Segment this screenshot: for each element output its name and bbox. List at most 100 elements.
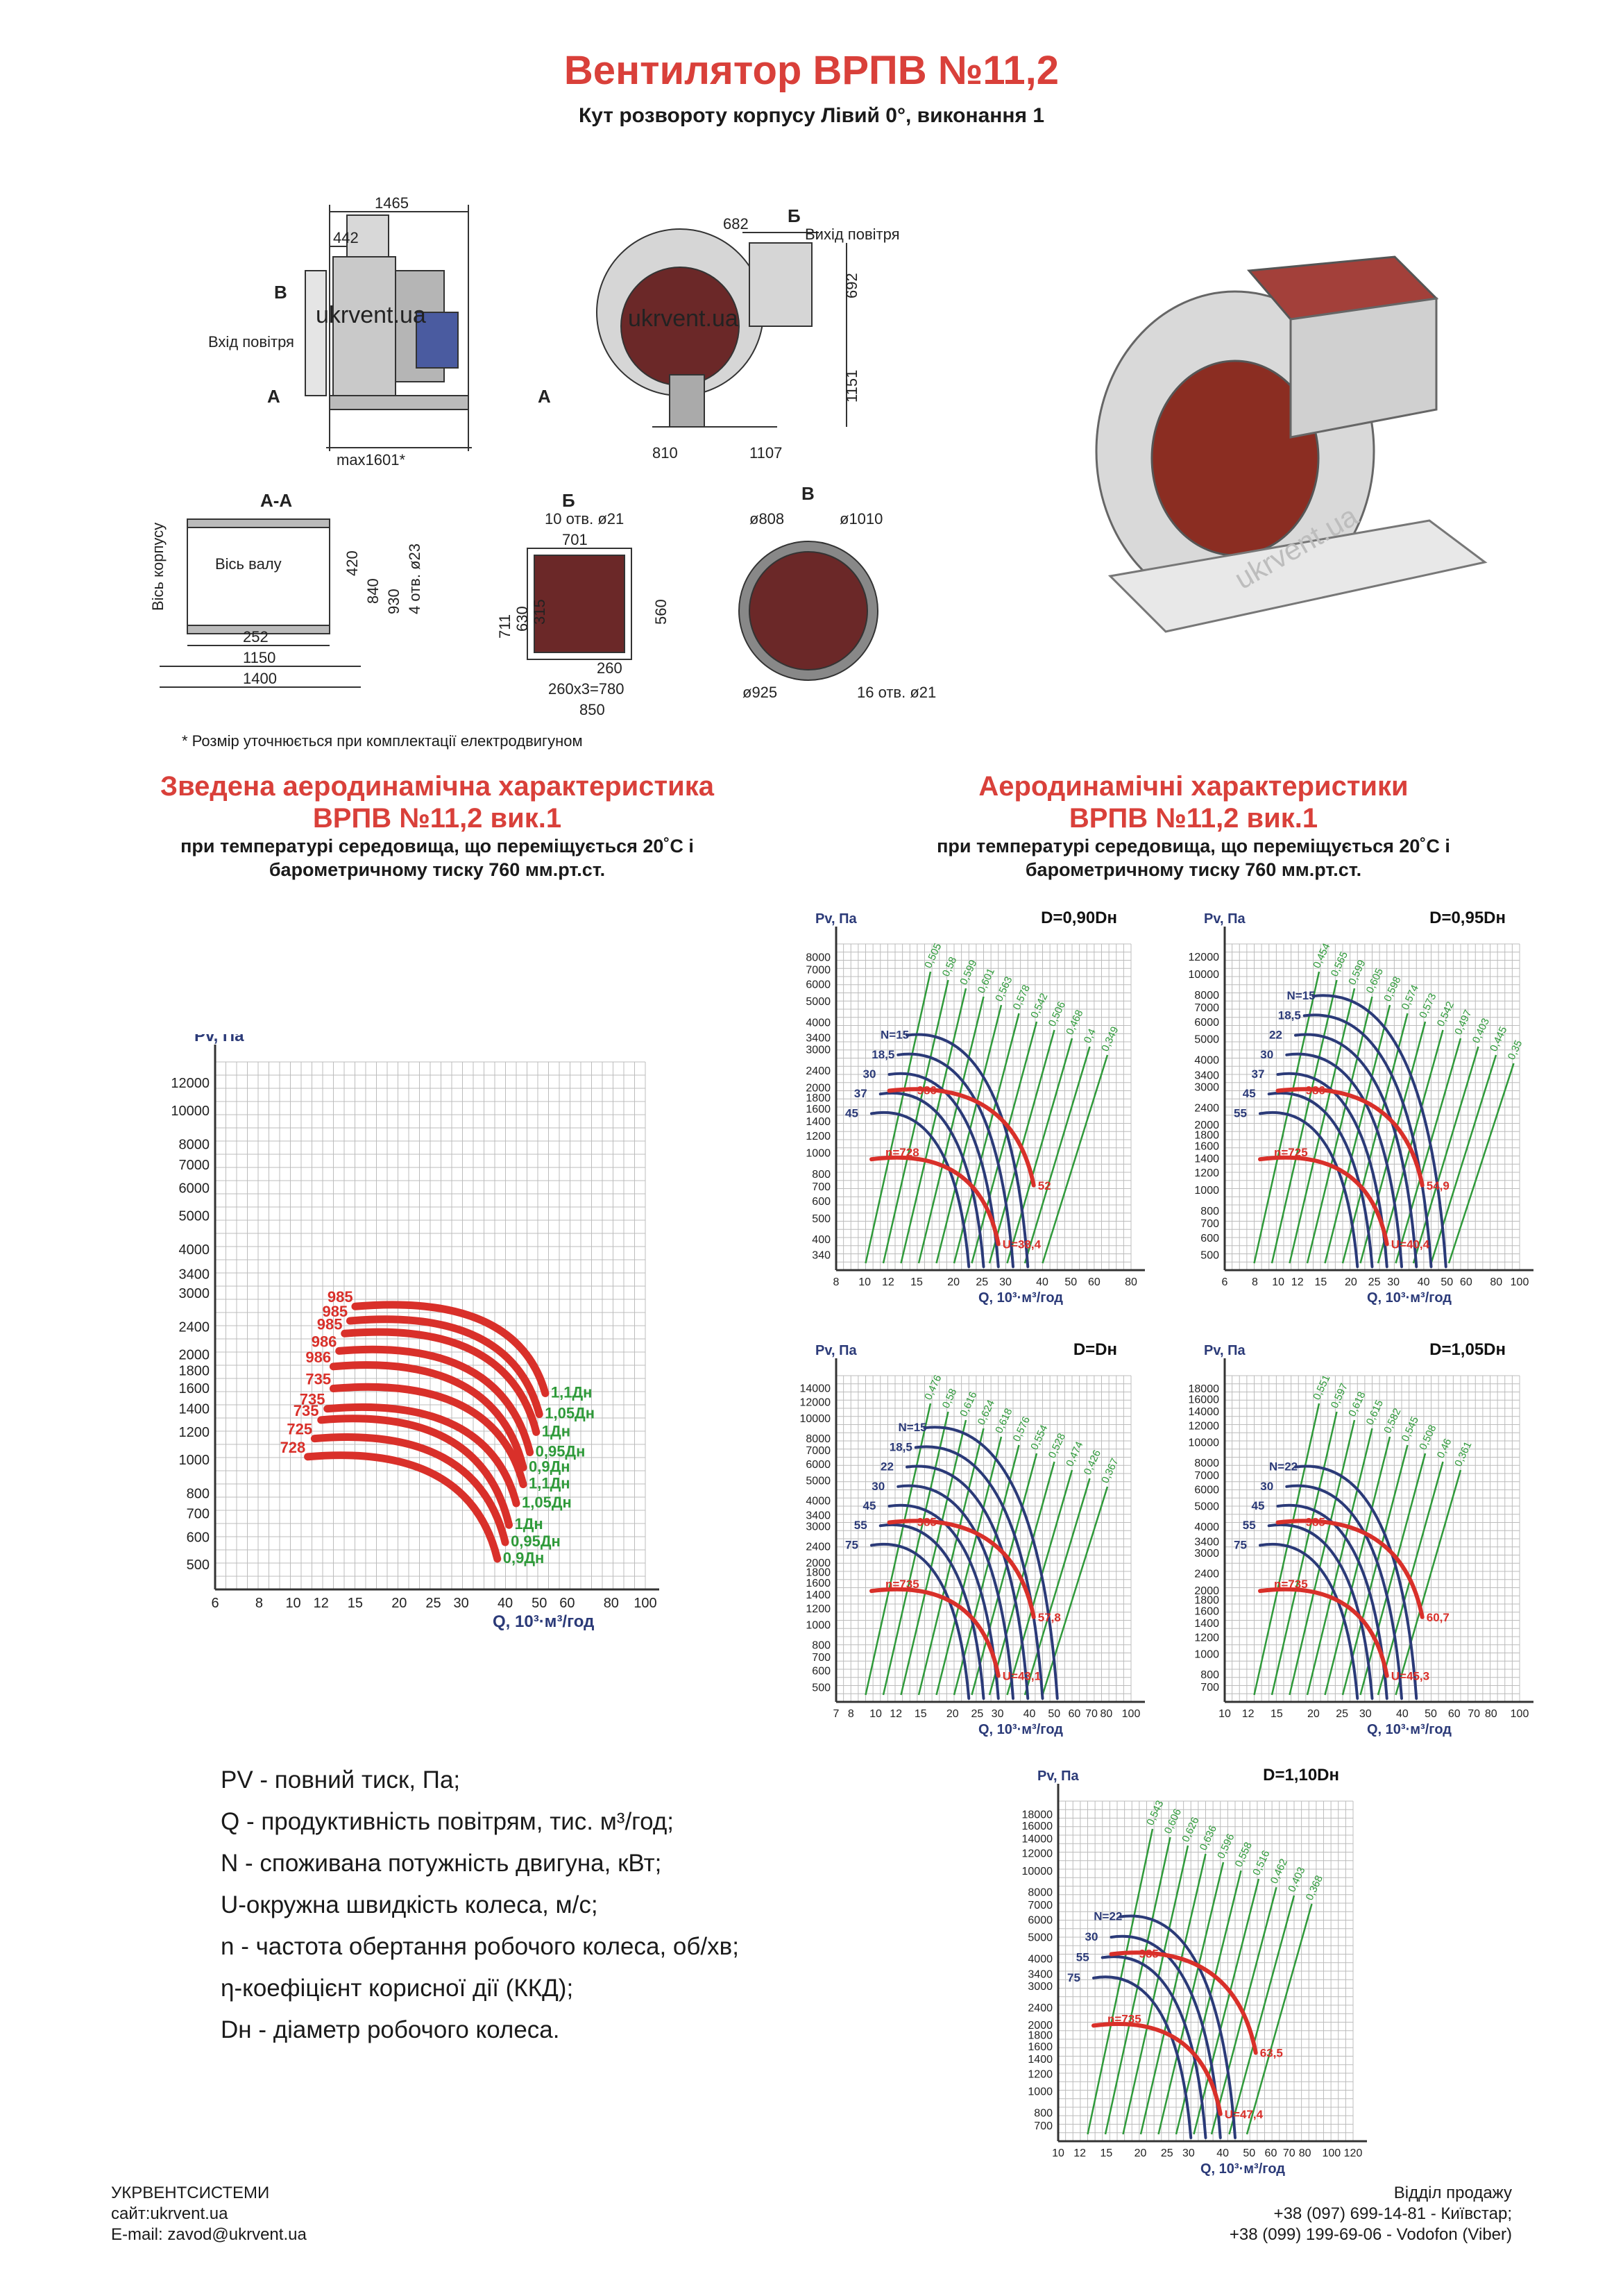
phone-kyivstar[interactable]: +38 (097) 699-14-81 - Київстар; — [1273, 2204, 1512, 2223]
power-label: 55 — [854, 1519, 867, 1532]
power-label: N=22 — [1269, 1460, 1298, 1474]
power-curve — [1101, 1955, 1207, 2139]
y-tick-label: 14000 — [1189, 1406, 1220, 1418]
end-label: U=40,4 — [1391, 1238, 1430, 1251]
efficiency-label: 0,542 — [1028, 991, 1050, 1020]
rpm-curve — [869, 1155, 1001, 1247]
y-tick-label: 600 — [1200, 1233, 1219, 1244]
y-tick-label: 800 — [1200, 1206, 1219, 1217]
y-tick-label: 1400 — [1194, 1618, 1219, 1630]
y-tick-label: 3400 — [179, 1267, 210, 1283]
y-tick-label: 1400 — [1028, 2054, 1053, 2066]
v-holes: 16 отв. ø21 — [857, 684, 936, 701]
x-tick-label: 80 — [1490, 1276, 1502, 1288]
power-label: 30 — [1085, 1930, 1098, 1943]
x-tick-label: 80 — [604, 1596, 619, 1611]
legend: PV - повний тиск, Па; Q - продуктивність… — [221, 1759, 739, 2051]
x-tick-label: 80 — [1485, 1708, 1497, 1720]
watermark-1: ukrvent.ua — [316, 302, 426, 328]
summary-header: Зведена аеродинамічна характеристика ВРП… — [90, 770, 784, 881]
y-tick-label: 2400 — [806, 1065, 831, 1077]
series-rpm-label: 735 — [294, 1402, 319, 1419]
detail-sub-2: барометричному тиску 760 мм.рт.ст. — [1025, 859, 1362, 880]
x-tick-label: 6 — [1222, 1276, 1228, 1288]
series-rpm-label: 735 — [300, 1391, 325, 1408]
efficiency-label: 0,596 — [1215, 1832, 1237, 1860]
x-tick-label: 60 — [559, 1596, 575, 1611]
y-tick-label: 600 — [812, 1666, 831, 1678]
site-link[interactable]: сайт:ukrvent.ua — [111, 2204, 228, 2223]
y-tick-label: 6000 — [806, 979, 831, 990]
y-tick-label: 7000 — [806, 964, 831, 976]
power-label: 30 — [863, 1067, 876, 1081]
dim-840: 840 — [364, 578, 382, 604]
rpm-label: n=728 — [885, 1146, 919, 1159]
label-outlet: Вихід повітря — [805, 226, 900, 243]
y-tick-label: 5000 — [806, 996, 831, 1008]
detail-header: Аеродинамічні характеристики ВРПВ №11,2 … — [847, 770, 1540, 881]
phone-vodafone[interactable]: +38 (099) 199-69-06 - Vodofon (Viber) — [1229, 2225, 1512, 2244]
rpm-label: n=725 — [1274, 1146, 1308, 1159]
y-axis-label: Pv, Па — [194, 1034, 244, 1045]
chart-title: D=Dн — [1073, 1340, 1117, 1359]
x-tick-label: 15 — [1315, 1276, 1327, 1288]
efficiency-ray — [935, 1436, 1003, 1696]
efficiency-label: 0,516 — [1250, 1848, 1272, 1877]
end-label: U=47,4 — [1225, 2108, 1264, 2121]
series-rpm-label: 735 — [305, 1371, 331, 1388]
efficiency-ray — [1023, 1478, 1091, 1696]
x-tick-label: 60 — [1448, 1708, 1461, 1720]
x-tick-label: 10 — [1272, 1276, 1284, 1288]
y-tick-label: 18000 — [1189, 1383, 1220, 1395]
y-tick-label: 800 — [1200, 1669, 1219, 1681]
series-name-label: 1Дн — [542, 1422, 570, 1440]
efficiency-ray — [1042, 1054, 1109, 1264]
efficiency-ray — [1023, 1046, 1091, 1264]
label-v: В — [274, 282, 287, 303]
x-tick-label: 80 — [1100, 1708, 1112, 1720]
y-tick-label: 3400 — [806, 1510, 831, 1521]
legend-u: U-окружна швидкість колеса, м/с; — [221, 1891, 598, 1918]
rpm-label: 985 — [1139, 1948, 1159, 1961]
efficiency-ray — [1289, 1419, 1356, 1696]
efficiency-label: 0,578 — [1011, 983, 1033, 1011]
footer-right: Відділ продажу +38 (097) 699-14-81 - Киї… — [1230, 2183, 1512, 2245]
series-name-label: 0,95Дн — [511, 1533, 561, 1550]
efficiency-ray — [953, 1013, 1020, 1264]
x-tick-label: 25 — [425, 1596, 441, 1611]
series-rpm-label: 985 — [328, 1288, 353, 1306]
email-link[interactable]: E-mail: zavod@ukrvent.ua — [111, 2225, 307, 2244]
rpm-label: 986 — [1306, 1084, 1325, 1097]
y-tick-label: 2000 — [806, 1558, 831, 1569]
end-label: U=38,4 — [1003, 1238, 1042, 1251]
label-inlet: Вхід повітря — [208, 333, 294, 351]
efficiency-label: 0,554 — [1028, 1423, 1050, 1451]
x-tick-label: 15 — [910, 1276, 923, 1288]
y-tick-label: 1800 — [179, 1363, 210, 1378]
y-tick-label: 1400 — [179, 1401, 210, 1417]
power-curve — [878, 1523, 985, 1700]
efficiency-label: 0,468 — [1064, 1008, 1085, 1036]
y-tick-label: 700 — [1034, 2120, 1053, 2132]
y-tick-label: 1000 — [1194, 1649, 1219, 1661]
x-tick-label: 8 — [848, 1708, 854, 1720]
x-tick-label: 25 — [1161, 2147, 1173, 2159]
end-label: 54,9 — [1427, 1179, 1450, 1192]
efficiency-ray — [1122, 1845, 1189, 2135]
x-tick-label: 100 — [1122, 1708, 1141, 1720]
y-tick-label: 800 — [187, 1487, 210, 1502]
x-tick-label: 30 — [454, 1596, 469, 1611]
end-label: U=43,1 — [1003, 1669, 1041, 1682]
efficiency-label: 0,618 — [993, 1406, 1014, 1435]
dim-420: 420 — [343, 550, 361, 576]
power-label: 45 — [863, 1499, 876, 1512]
y-tick-label: 700 — [812, 1652, 831, 1664]
y-tick-label: 800 — [812, 1169, 831, 1181]
power-label: 30 — [1260, 1480, 1273, 1493]
y-tick-label: 4000 — [1194, 1521, 1219, 1533]
efficiency-label: 0,454 — [1311, 941, 1332, 970]
x-tick-label: 100 — [634, 1596, 656, 1611]
